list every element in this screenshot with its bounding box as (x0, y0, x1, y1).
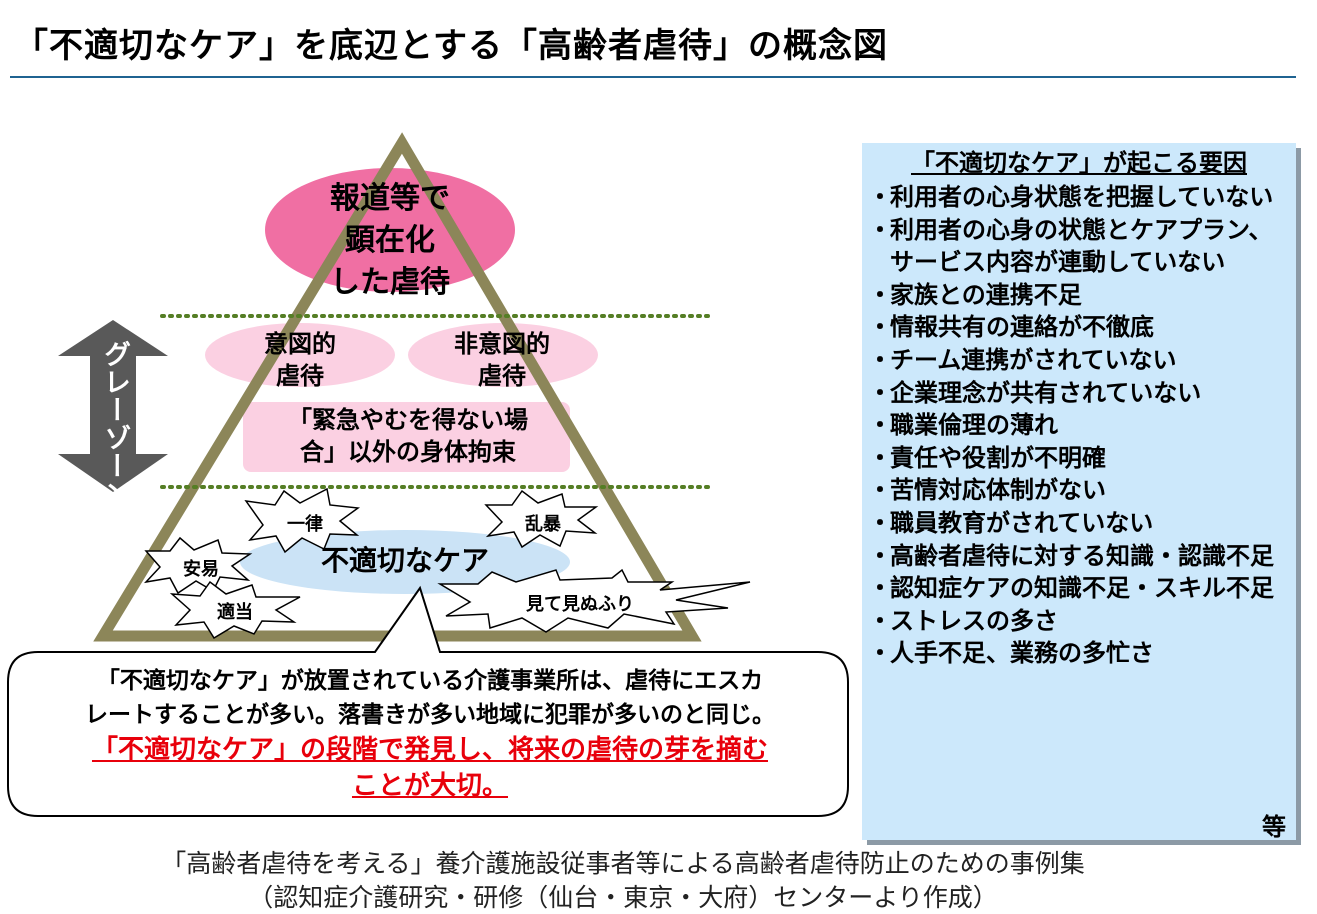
speech-bubble (7, 585, 849, 817)
unintentional-label: 非意図的 虐待 (412, 328, 592, 392)
burst-uniform (244, 487, 361, 554)
source-caption-line2: （認知症介護研究・研修（仙台・東京・大府）センターより作成） (248, 883, 998, 912)
base-label: 不適切なケア (320, 544, 489, 577)
top-label-line2: 顕在化 (345, 223, 435, 258)
list-item: チーム連携がされていない (868, 344, 1286, 377)
list-item: ストレスの多さ (868, 605, 1286, 638)
gray-zone-label: グレーゾーン (99, 340, 130, 508)
burst-careless (169, 580, 301, 640)
list-item: 人手不足、業務の多忙さ (868, 637, 1286, 670)
intentional-line1: 意図的 (264, 330, 336, 358)
page-title: 「不適切なケア」を底辺とする「高齢者虐待」の概念図 (14, 26, 888, 66)
burst-ignore (437, 568, 751, 633)
unintentional-line2: 虐待 (478, 362, 526, 390)
top-label-line1: 報道等で (330, 181, 450, 216)
list-item: 責任や役割が不明確 (868, 442, 1286, 475)
speech-bubble-text: 「不適切なケア」が放置されている介護事業所は、虐待にエスカ レートすることが多い… (12, 664, 848, 804)
bubble-line1: 「不適切なケア」が放置されている介護事業所は、虐待にエスカ (96, 668, 764, 694)
list-item: 高齢者虐待に対する知識・認識不足 (868, 540, 1286, 573)
restraint-line2: 合」以外の身体拘束 (300, 438, 516, 466)
bubble-red-line1: 「不適切なケア」の段階で発見し、将来の虐待の芽を摘む (91, 735, 768, 765)
factors-etc: 等 (1262, 813, 1286, 841)
intentional-line2: 虐待 (276, 362, 324, 390)
list-item: 家族との連携不足 (868, 279, 1286, 312)
top-label-line3: した虐待 (330, 265, 450, 300)
list-item: 情報共有の連絡が不徹底 (868, 311, 1286, 344)
title-divider (10, 76, 1296, 78)
list-item: 利用者の心身の状態とケアプラン、サービス内容が連動していない (868, 214, 1286, 279)
gray-zone-arrow (58, 320, 168, 492)
factors-panel: 「不適切なケア」が起こる要因 利用者の心身状態を把握していない 利用者の心身の状… (862, 143, 1296, 841)
list-item: 職業倫理の薄れ (868, 409, 1286, 442)
restraint-label: 「緊急やむを得ない場 合」以外の身体拘束 (248, 404, 568, 468)
factors-list: 利用者の心身状態を把握していない 利用者の心身の状態とケアプラン、サービス内容が… (862, 181, 1296, 670)
burst-uniform-label: 一律 (287, 514, 323, 535)
unintentional-line1: 非意図的 (454, 330, 550, 358)
list-item: 職員教育がされていない (868, 507, 1286, 540)
burst-rough-label: 乱暴 (525, 514, 561, 535)
source-caption-line1: 「高齢者虐待を考える」養介護施設従事者等による高齢者虐待防止のための事例集 (161, 849, 1085, 878)
restraint-box (243, 402, 570, 472)
list-item: 利用者の心身状態を把握していない (868, 181, 1286, 214)
bubble-red-line2: ことが大切。 (351, 771, 508, 801)
intentional-label: 意図的 虐待 (215, 328, 385, 392)
pyramid-diagram (7, 132, 849, 817)
list-item: 認知症ケアの知識不足・スキル不足 (868, 572, 1286, 605)
unintentional-ellipse (408, 323, 598, 387)
top-label: 報道等で 顕在化 した虐待 (290, 178, 490, 304)
burst-easy-label: 安易 (183, 559, 219, 580)
burst-ignore-label: 見て見ぬふり (526, 594, 634, 615)
burst-easy (143, 536, 253, 595)
restraint-line1: 「緊急やむを得ない場 (288, 406, 528, 434)
factors-heading: 「不適切なケア」が起こる要因 (911, 149, 1247, 177)
burst-rough (484, 489, 599, 549)
burst-careless-label: 適当 (217, 602, 253, 623)
bubble-line2: レートすることが多い。落書きが多い地域に犯罪が多いのと同じ。 (85, 702, 775, 728)
intentional-ellipse (205, 323, 395, 387)
list-item: 企業理念が共有されていない (868, 377, 1286, 410)
list-item: 苦情対応体制がない (868, 474, 1286, 507)
